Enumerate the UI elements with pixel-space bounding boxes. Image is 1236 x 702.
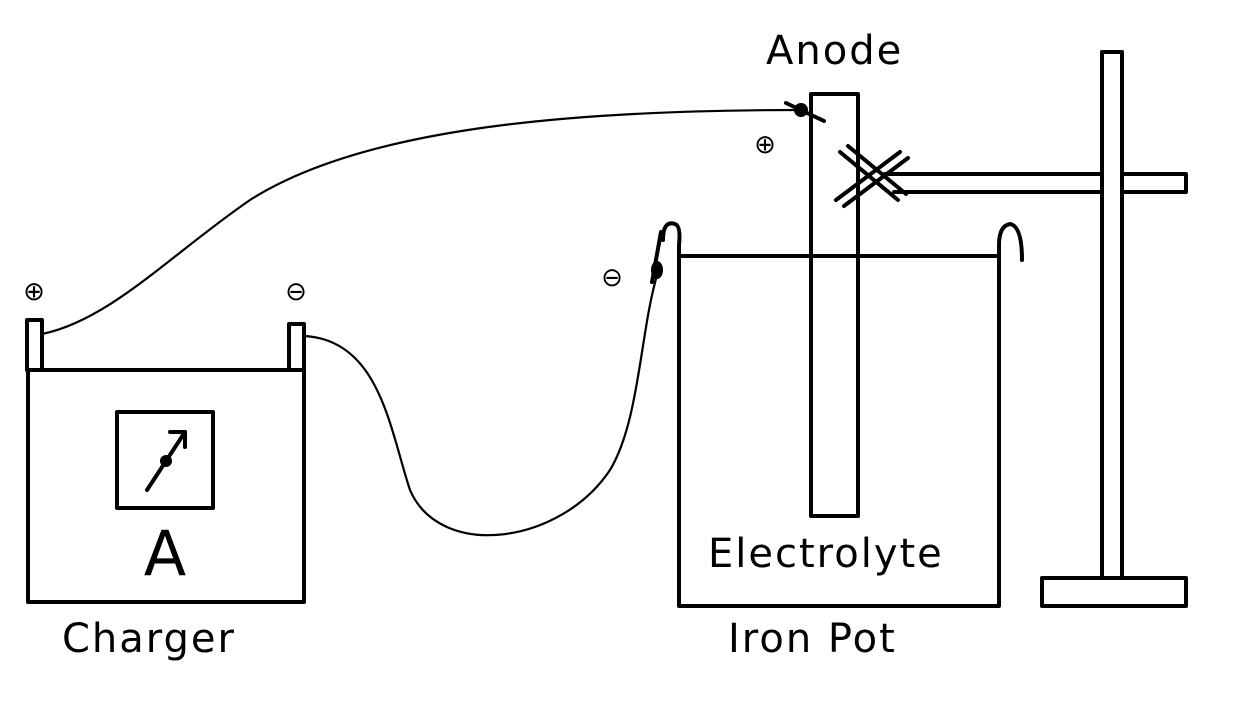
- negative-terminal: [287, 322, 306, 372]
- charger: A: [25, 318, 306, 604]
- anode-clip: [784, 101, 826, 123]
- charger-label: Charger: [62, 616, 236, 662]
- iron-pot-walls: [661, 221, 1024, 608]
- charger-negative-sign: ⊖: [285, 277, 307, 307]
- anode-positive-sign: ⊕: [754, 130, 776, 160]
- iron-pot: [661, 221, 1024, 608]
- clamp: [834, 144, 910, 208]
- iron-pot-label: Iron Pot: [728, 616, 897, 662]
- ammeter-face: [115, 410, 215, 510]
- needle-arrowhead-icon: [168, 430, 187, 449]
- needle-pivot: [160, 455, 172, 467]
- ammeter-gauge: [115, 410, 215, 510]
- electrolyte-label: Electrolyte: [708, 531, 944, 577]
- stand-rod: [1100, 50, 1124, 580]
- positive-terminal: [25, 318, 44, 372]
- anode-label: Anode: [766, 28, 903, 74]
- stand-arm-end: [1120, 172, 1188, 194]
- cathode-negative-sign: ⊖: [601, 263, 623, 293]
- positive-wire: [40, 108, 802, 336]
- stand-base: [1040, 576, 1188, 608]
- anode-rod: [809, 92, 860, 518]
- cathode-clip: [650, 230, 663, 284]
- charger-body: [26, 368, 306, 604]
- ammeter-label: A: [144, 517, 186, 590]
- negative-wire: [302, 270, 660, 537]
- retort-stand: [883, 50, 1188, 608]
- charger-positive-sign: ⊕: [23, 277, 45, 307]
